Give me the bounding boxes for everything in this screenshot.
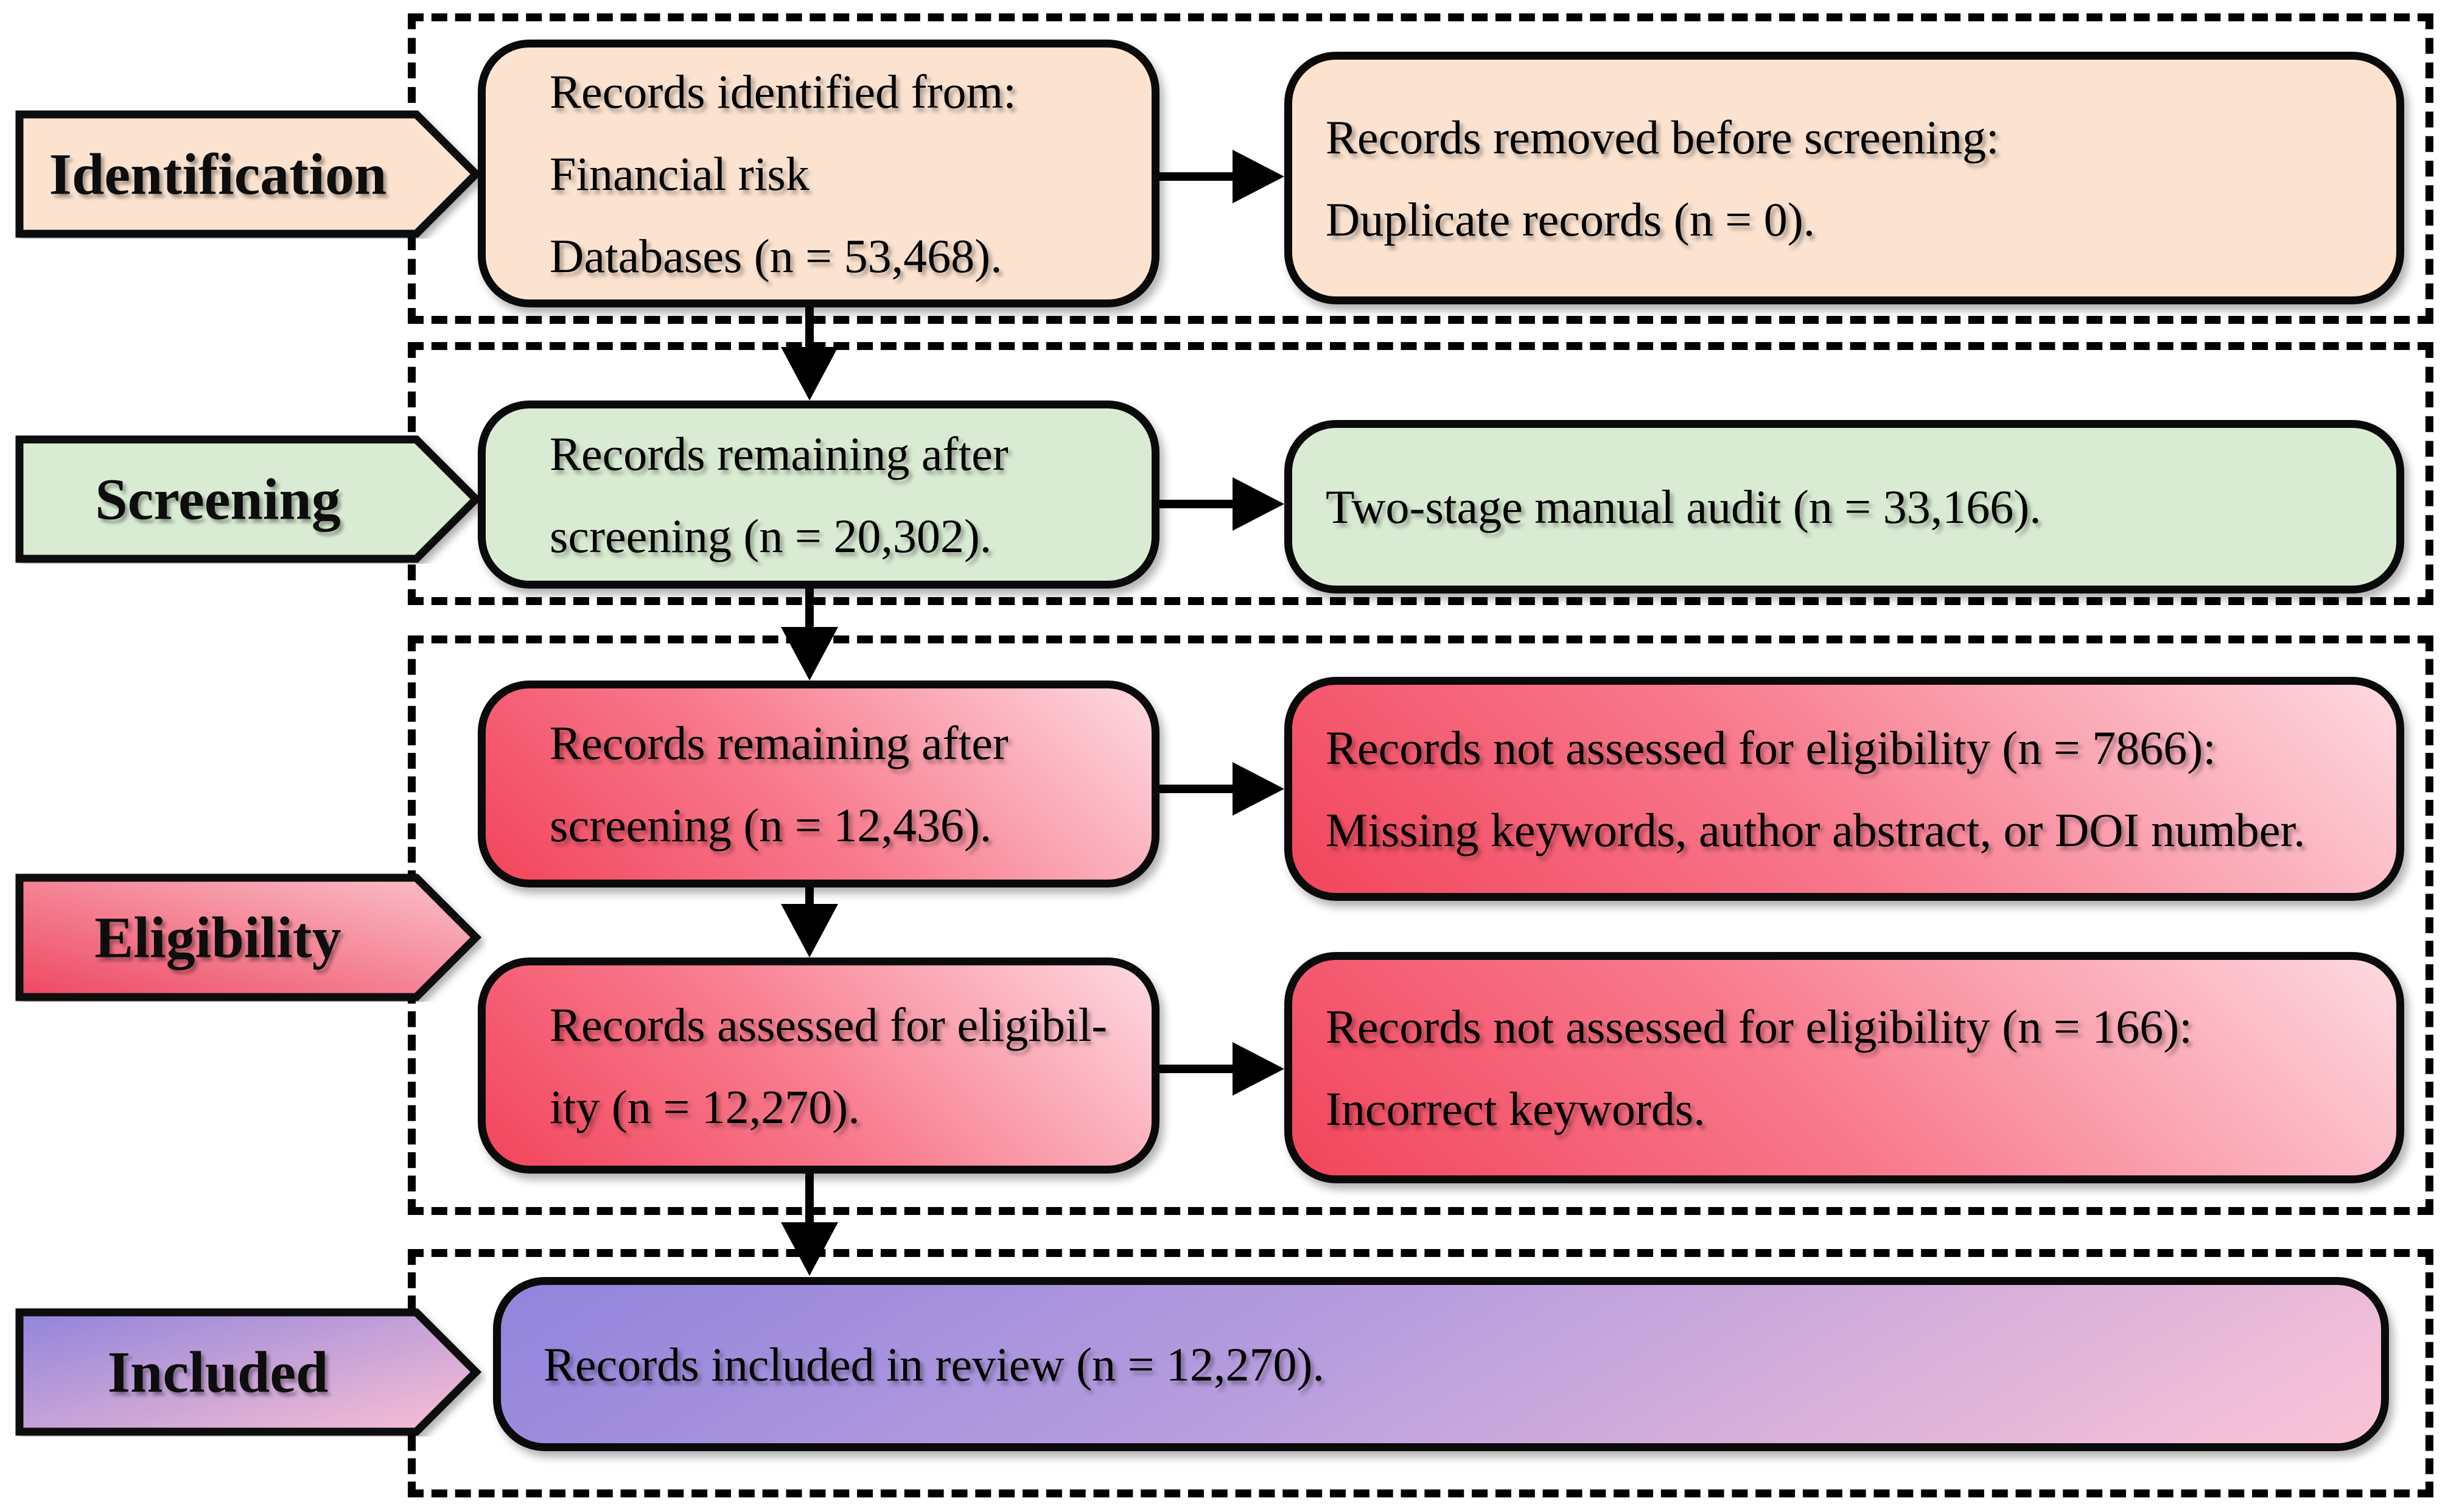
arrow-remaining-to-not-assessed — [1159, 785, 1234, 793]
records-identified-text: Records identified from: Financial risk … — [550, 65, 1016, 282]
arrow-identification-to-screening-head — [781, 347, 838, 401]
arrow-remaining-to-not-assessed-head — [1233, 762, 1284, 816]
identification-stage-label: Identification — [49, 142, 387, 207]
records-removed-text: Records removed before screening: Duplic… — [1326, 110, 1999, 246]
arrow-assessed-to-incorrect — [1159, 1065, 1234, 1073]
eligibility-region — [408, 635, 2433, 1215]
arrow-remaining-to-assessed — [805, 887, 814, 907]
records-after-screening-text: Records remaining after screening (n = 2… — [550, 427, 1009, 562]
manual-audit-box: Two-stage manual audit (n = 33,166). — [1284, 420, 2404, 593]
arrow-eligibility-to-included-head — [781, 1222, 838, 1276]
arrow-screening-to-audit — [1159, 500, 1234, 508]
eligibility-stage-arrow: Eligibility — [15, 873, 482, 1001]
identification-stage-arrow: Identification — [15, 110, 482, 238]
not-assessed-incorrect-text: Records not assessed for eligibility (n … — [1326, 1000, 2192, 1135]
screening-stage-label: Screening — [95, 467, 341, 532]
arrow-assessed-to-incorrect-head — [1233, 1042, 1284, 1096]
records-assessed-text: Records assessed for eligibil- ity (n = … — [550, 998, 1108, 1133]
not-assessed-missing-box: Records not assessed for eligibility (n … — [1284, 677, 2404, 901]
arrow-screening-to-eligibility-head — [781, 627, 838, 681]
manual-audit-text: Two-stage manual audit (n = 33,166). — [1326, 480, 2041, 533]
included-stage-arrow: Included — [15, 1308, 482, 1436]
not-assessed-missing-text: Records not assessed for eligibility (n … — [1326, 721, 2306, 856]
eligibility-stage-label: Eligibility — [94, 905, 341, 970]
records-remaining-box: Records remaining after screening (n = 1… — [478, 681, 1159, 887]
records-removed-box: Records removed before screening: Duplic… — [1284, 52, 2404, 304]
arrow-eligibility-to-included — [805, 1174, 814, 1223]
screening-stage-arrow: Screening — [15, 435, 482, 563]
records-included-box: Records included in review (n = 12,270). — [493, 1277, 2389, 1451]
arrow-identification-to-screening — [805, 307, 814, 350]
records-remaining-text: Records remaining after screening (n = 1… — [550, 716, 1009, 852]
arrow-identified-to-removed — [1159, 172, 1234, 181]
arrow-screening-to-eligibility — [805, 589, 814, 629]
included-region — [408, 1249, 2433, 1497]
not-assessed-incorrect-box: Records not assessed for eligibility (n … — [1284, 952, 2404, 1183]
records-after-screening-box: Records remaining after screening (n = 2… — [478, 401, 1159, 589]
arrow-remaining-to-assessed-head — [781, 904, 838, 957]
records-identified-box: Records identified from: Financial risk … — [478, 40, 1159, 307]
records-included-text: Records included in review (n = 12,270). — [544, 1337, 1325, 1391]
arrow-identified-to-removed-head — [1233, 150, 1284, 203]
arrow-screening-to-audit-head — [1233, 477, 1284, 531]
included-stage-label: Included — [108, 1340, 329, 1405]
records-assessed-box: Records assessed for eligibil- ity (n = … — [478, 957, 1159, 1174]
